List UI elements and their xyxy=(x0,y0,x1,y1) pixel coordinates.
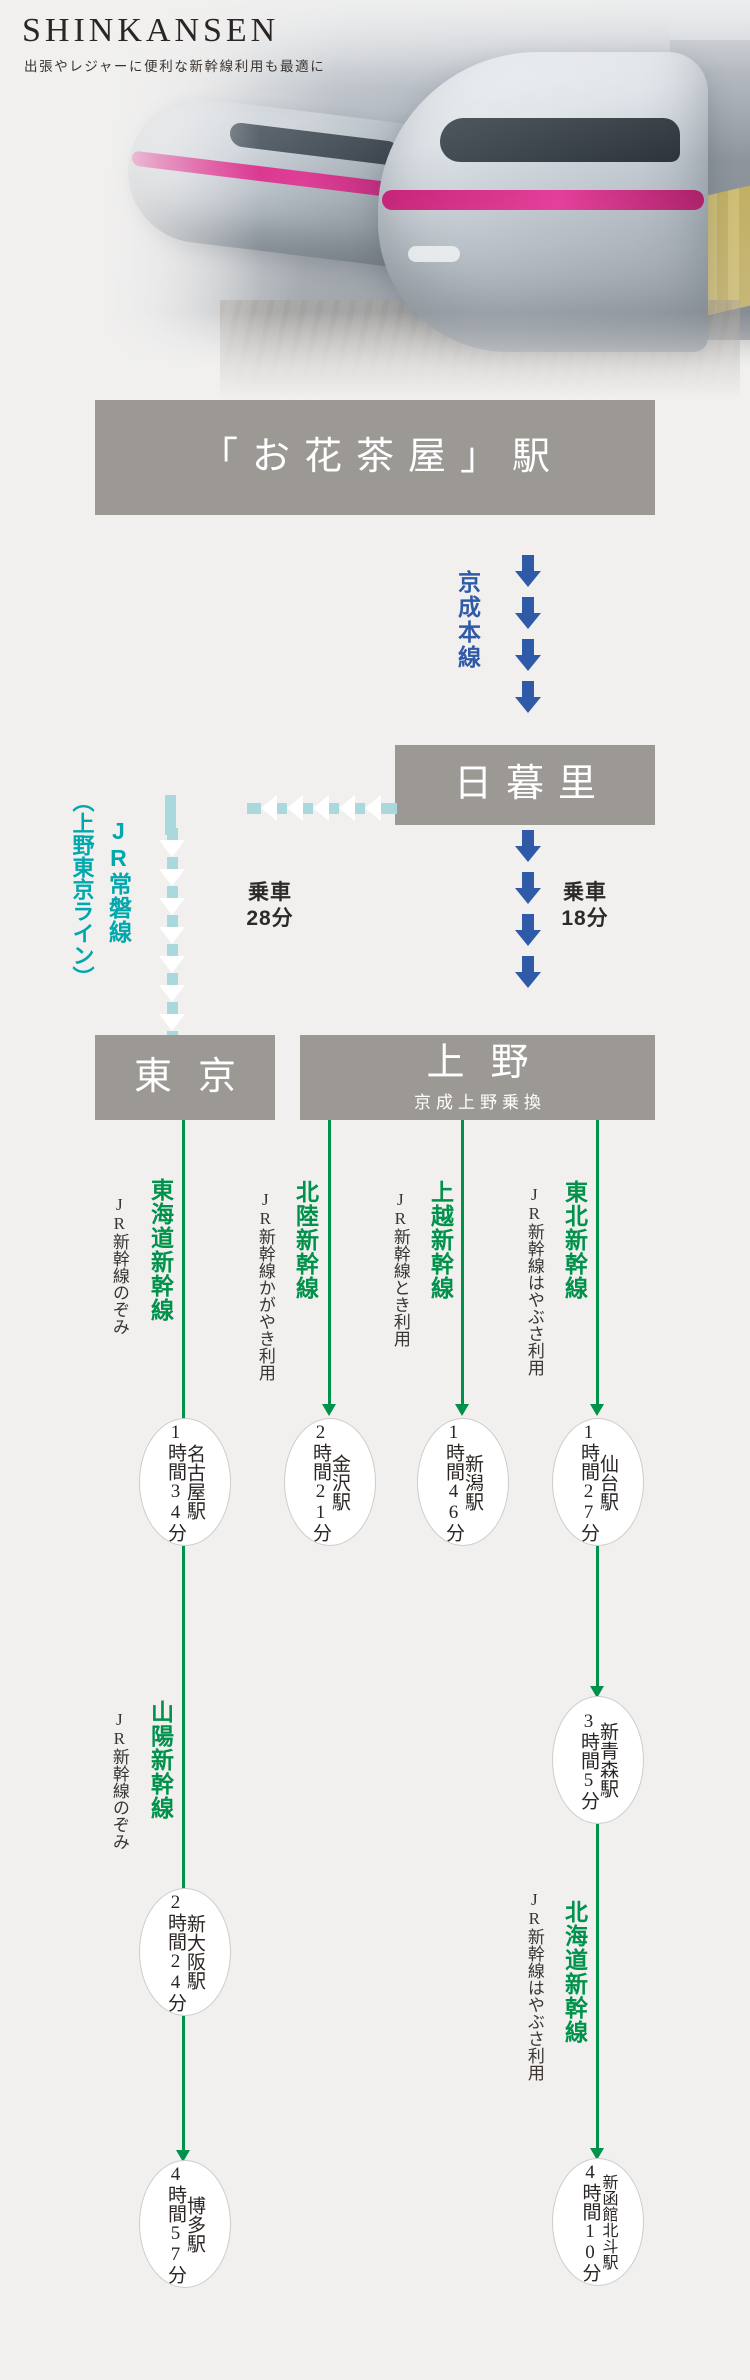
station-name-ueno: 上野 xyxy=(426,1042,555,1085)
jr-joban-line-label: JR常磐線 xyxy=(105,818,132,944)
keisei-line-arrows xyxy=(515,555,541,713)
label-sanyo-note: JR新幹線のぞみ xyxy=(109,1710,129,1850)
ride-time-ueno: 乗車 18分 xyxy=(540,880,630,931)
stop-nagoya-time: 1時間34分 xyxy=(165,1422,186,1542)
page-title: SHINKANSEN xyxy=(22,12,280,49)
label-hokkaido-name: 北海道新幹線 xyxy=(561,1900,588,2044)
line-joetsu xyxy=(461,1120,464,1410)
stop-sendai: 仙台駅 1時間27分 xyxy=(552,1418,644,1546)
stop-shin-osaka: 新大阪駅 2時間24分 xyxy=(139,1888,231,2016)
stop-shin-aomori-station: 新青森駅 xyxy=(597,1722,618,1798)
label-hokkaido-note: JR新幹線はやぶさ利用 xyxy=(524,1890,544,2081)
jr-joban-line-label-paren: （上野東京ライン） xyxy=(69,790,95,988)
stop-niigata: 新潟駅 1時間46分 xyxy=(417,1418,509,1546)
stop-sendai-time: 1時間27分 xyxy=(578,1422,599,1542)
ride-label-tokyo: 乗車 xyxy=(248,881,292,904)
arrowhead-hakodate xyxy=(590,2148,604,2160)
arrowhead-hokuriku xyxy=(322,1404,336,1416)
line-tokaido xyxy=(182,1120,185,1420)
stop-hakata-station: 博多駅 xyxy=(184,2195,205,2253)
arrowhead-tohoku xyxy=(590,1404,604,1416)
arrowhead-joetsu xyxy=(455,1404,469,1416)
station-box-nippori: 日暮里 xyxy=(395,745,655,825)
label-sanyo-name: 山陽新幹線 xyxy=(147,1700,174,1820)
ride-value-tokyo: 28分 xyxy=(246,906,294,930)
line-tohoku xyxy=(596,1120,599,1410)
line-sanyo-2 xyxy=(182,2016,185,2156)
label-joetsu-name: 上越新幹線 xyxy=(427,1180,454,1300)
stop-shin-hakodate-hokuto-time: 4時間10分 xyxy=(579,2162,601,2282)
stop-shin-osaka-time: 2時間24分 xyxy=(165,1892,186,2012)
ride-value-ueno: 18分 xyxy=(561,906,609,930)
line-tohoku-2 xyxy=(596,1546,599,1691)
station-sub-ueno: 京成上野乗換 xyxy=(414,1092,546,1112)
ride-label-ueno: 乗車 xyxy=(563,881,607,904)
station-box-ueno: 上野 京成上野乗換 xyxy=(300,1035,655,1120)
station-box-ohanajaya: 「お花茶屋」駅 xyxy=(95,400,655,515)
station-name-nippori: 日暮里 xyxy=(453,763,610,806)
stop-niigata-station: 新潟駅 xyxy=(462,1453,483,1511)
station-box-tokyo: 東京 xyxy=(95,1035,275,1120)
stop-shin-hakodate-hokuto-station: 新函館北斗駅 xyxy=(599,2174,617,2270)
line-hokuriku xyxy=(328,1120,331,1410)
stop-niigata-time: 1時間46分 xyxy=(443,1422,464,1542)
stop-kanazawa-time: 2時間21分 xyxy=(310,1422,331,1542)
stop-shin-osaka-station: 新大阪駅 xyxy=(184,1914,205,1990)
label-tohoku-name: 東北新幹線 xyxy=(561,1180,588,1300)
label-hokuriku-note: JR新幹線かがやき利用 xyxy=(255,1190,275,1381)
station-name-tokyo: 東京 xyxy=(133,1055,262,1098)
label-joetsu-note: JR新幹線とき利用 xyxy=(390,1190,410,1347)
stop-shin-aomori-time: 3時間5分 xyxy=(578,1710,599,1810)
label-tohoku-note: JR新幹線はやぶさ利用 xyxy=(524,1185,544,1376)
label-hokuriku-name: 北陸新幹線 xyxy=(292,1180,319,1300)
jr-joban-corner xyxy=(165,795,176,835)
stop-shin-aomori: 新青森駅 3時間5分 xyxy=(552,1696,644,1824)
stop-nagoya: 名古屋駅 1時間34分 xyxy=(139,1418,231,1546)
keisei-line-label: 京成本線 xyxy=(454,570,481,670)
line-hokkaido xyxy=(596,1824,599,2154)
stop-nagoya-station: 名古屋駅 xyxy=(184,1444,205,1520)
stop-kanazawa-station: 金沢駅 xyxy=(329,1453,350,1511)
arrowhead-hakata xyxy=(176,2150,190,2162)
label-tokaido-name: 東海道新幹線 xyxy=(147,1178,174,1322)
jr-joban-horizontal-arrows xyxy=(165,795,397,821)
arrowhead-shin-aomori xyxy=(590,1686,604,1698)
stop-shin-hakodate-hokuto: 新函館北斗駅 4時間10分 xyxy=(552,2158,644,2286)
station-name-ohanajaya: 「お花茶屋」駅 xyxy=(199,435,564,478)
page-subtitle: 出張やレジャーに便利な新幹線利用も最適に xyxy=(24,59,326,74)
stop-kanazawa: 金沢駅 2時間21分 xyxy=(284,1418,376,1546)
line-sanyo xyxy=(182,1546,185,1896)
ride-time-tokyo: 乗車 28分 xyxy=(225,880,315,931)
keisei-line-arrows-2 xyxy=(515,830,541,988)
label-tokaido-note: JR新幹線のぞみ xyxy=(109,1195,129,1335)
jr-joban-vertical-arrows xyxy=(159,828,185,1060)
stop-sendai-station: 仙台駅 xyxy=(597,1453,618,1511)
stop-hakata: 博多駅 4時間57分 xyxy=(139,2160,231,2288)
stop-hakata-time: 4時間57分 xyxy=(165,2164,186,2284)
